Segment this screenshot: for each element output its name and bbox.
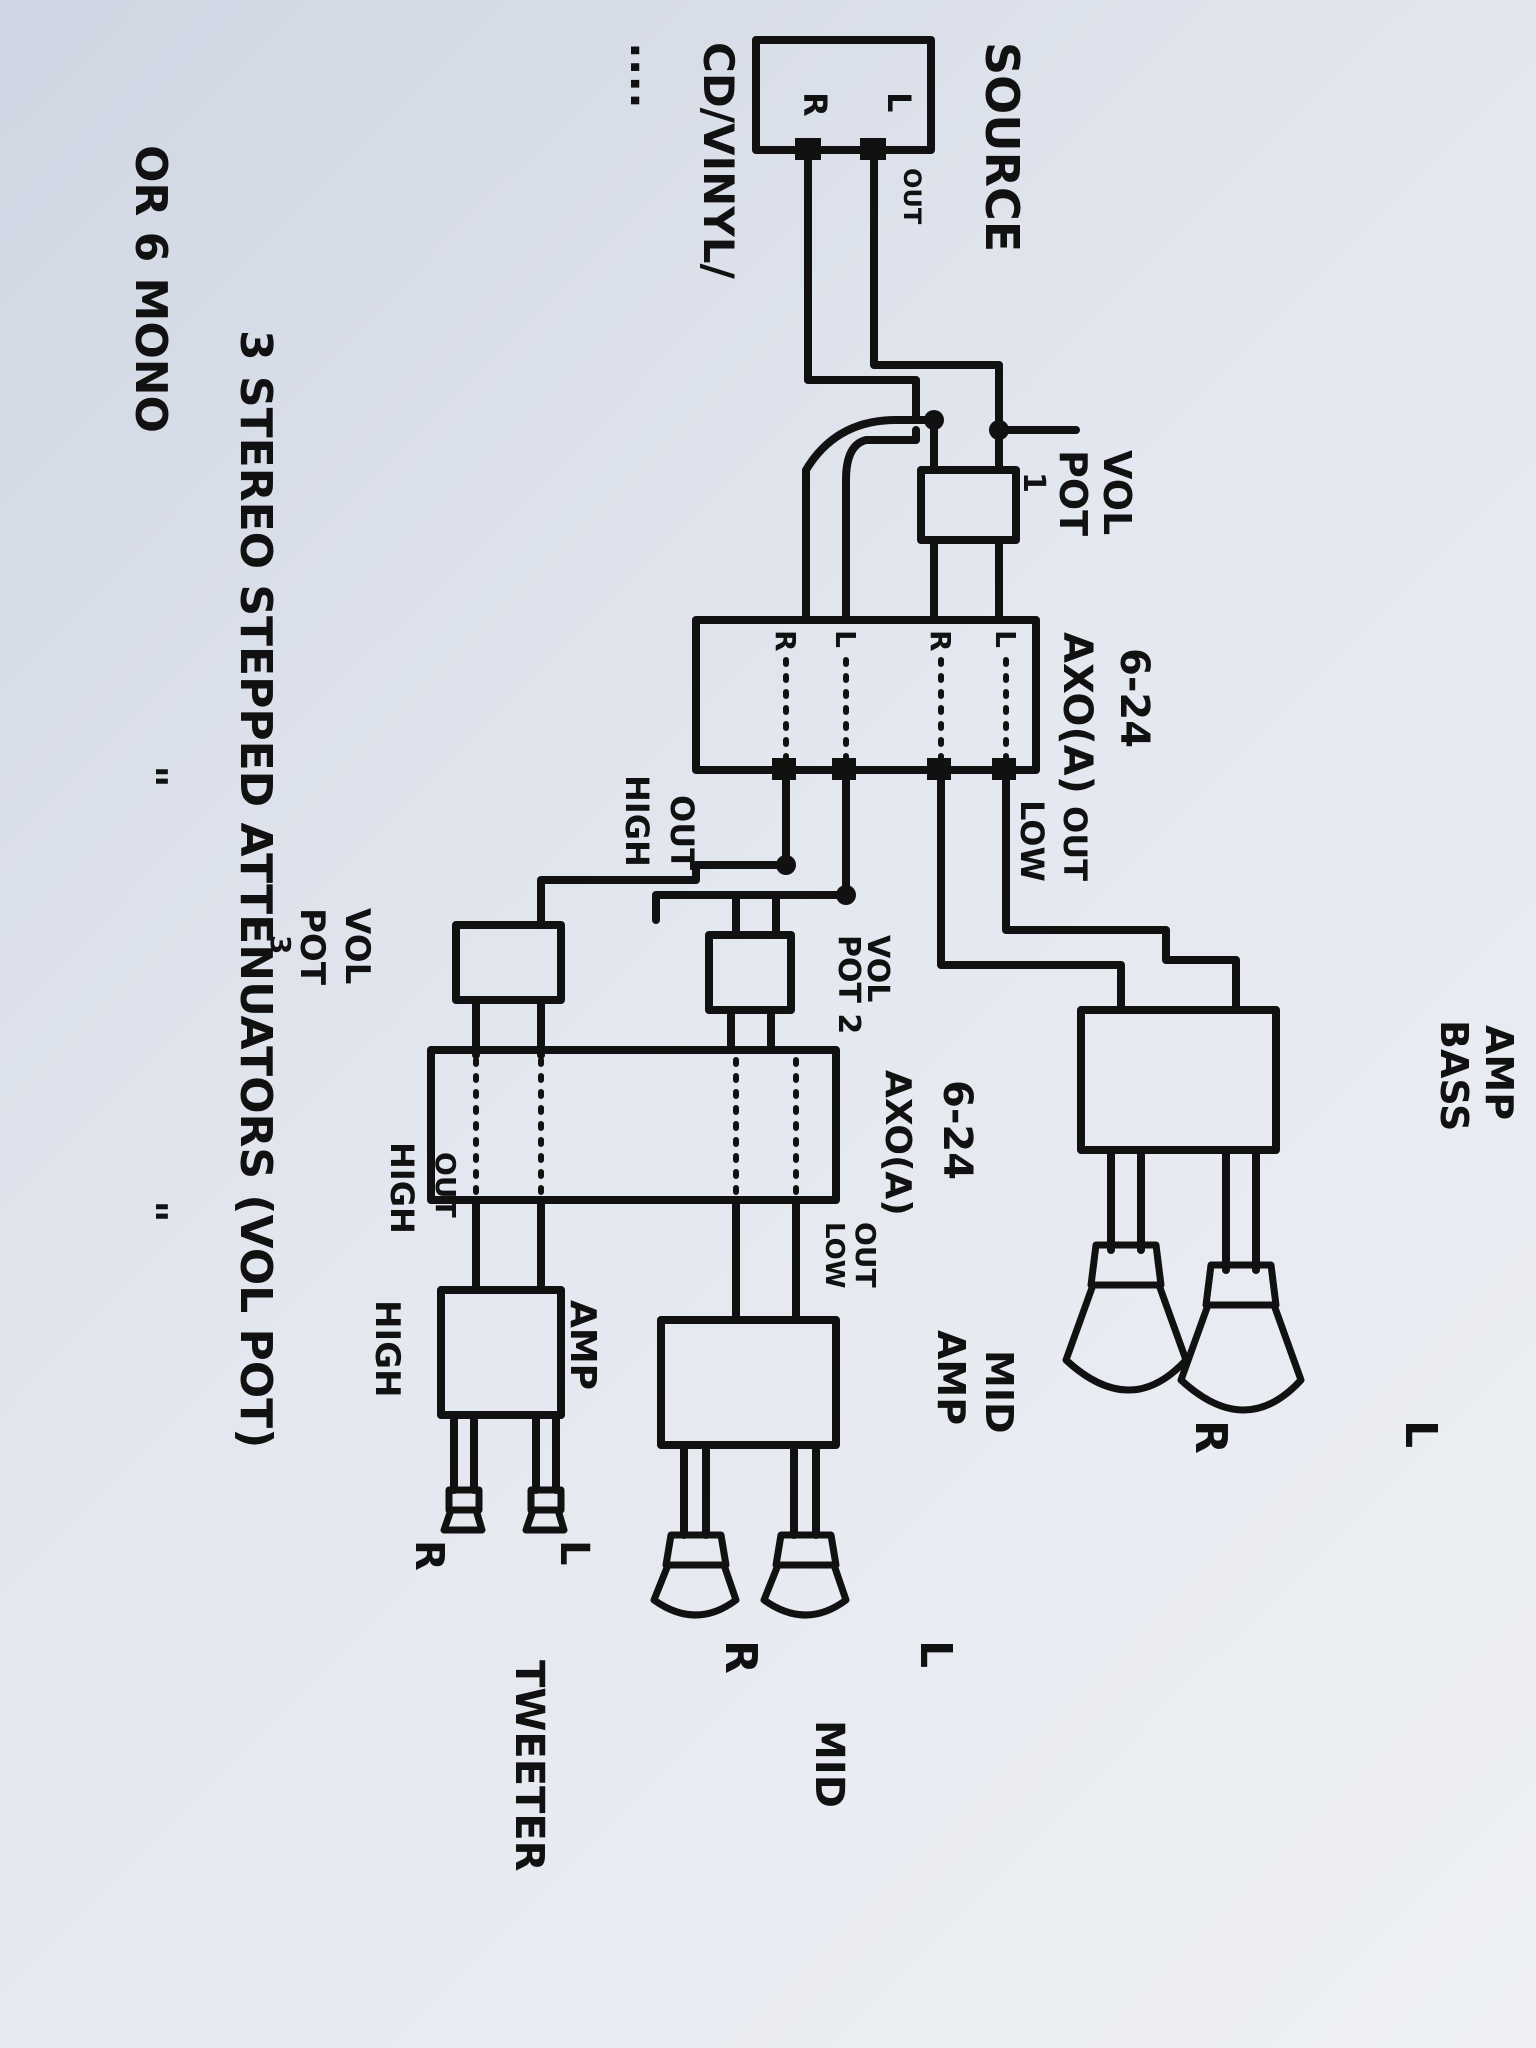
crossover-1-out-label: OUT xyxy=(1056,806,1094,881)
vol-pot-3-box xyxy=(452,921,565,1004)
source-r-jack xyxy=(795,138,821,160)
crossover-1-jack-3 xyxy=(832,758,856,780)
crossover-1-ch-r1: R xyxy=(924,630,957,652)
crossover-1-out-high-label: OUT xyxy=(663,795,701,870)
source-box xyxy=(752,36,935,154)
amp-bass-label-1: AMP xyxy=(1477,1025,1521,1120)
crossover-2-high-label: HIGH xyxy=(383,1142,421,1234)
wire-xo1-high-r xyxy=(782,776,795,869)
source-r-label: R xyxy=(796,92,834,117)
crossover-1-label-2: AXO(A) xyxy=(1054,632,1100,794)
crossover-1-ch-l1: L xyxy=(989,630,1022,648)
vol-pot-1-label-1: VOL xyxy=(1095,450,1139,535)
crossover-2-label-1: 6-24 xyxy=(934,1080,980,1180)
wire-xo1-to-pot3-l xyxy=(652,891,850,924)
tweeter-r-label: R xyxy=(406,1540,452,1571)
amp-high-label-2: HIGH xyxy=(367,1300,407,1397)
wire-pot1-loop-outer xyxy=(802,416,938,624)
tweeter-l-label: L xyxy=(551,1540,597,1566)
bass-speaker-l xyxy=(1177,1261,1305,1414)
wire-pot1-loop-inner xyxy=(842,426,920,624)
mid-speaker-l-label: L xyxy=(910,1640,961,1668)
note-ditto-2: " xyxy=(125,1200,176,1223)
amp-mid-box xyxy=(657,1316,840,1449)
vol-pot-3-label-1: VOL xyxy=(337,908,377,984)
mid-speaker-r-label: R xyxy=(715,1640,766,1674)
crossover-2-low-label: LOW xyxy=(819,1222,849,1288)
tweeter-group-label: TWEETER xyxy=(506,1660,552,1871)
vol-pot-2-label-1: VOL xyxy=(860,935,895,1002)
crossover-2-label-2: AXO(A) xyxy=(877,1070,918,1216)
crossover-1-ch-l2: L xyxy=(829,630,862,648)
note-ditto-1: " xyxy=(125,765,176,788)
crossover-1-low-label: LOW xyxy=(1013,800,1051,882)
amp-mid-label-2: AMP xyxy=(929,1330,973,1425)
vol-pot-3-label-2: POT xyxy=(292,908,332,986)
crossover-1-high-label: HIGH xyxy=(618,775,656,867)
amp-bass-box xyxy=(1077,1006,1280,1154)
source-types-label: CD/VINYL/ xyxy=(694,42,743,279)
wire-xo1-to-pot3-r xyxy=(537,861,790,924)
source-label: SOURCE xyxy=(975,42,1029,252)
note-line-1: 3 STEREO STEPPED ATTENUATORS (VOL POT) xyxy=(230,330,281,1448)
note-line-2: OR 6 MONO xyxy=(125,145,176,433)
amp-high-label-1: AMP xyxy=(562,1300,603,1390)
source-l-jack xyxy=(860,138,886,160)
tweeter-l xyxy=(522,1486,568,1534)
wire-xo1-low-r xyxy=(937,776,1125,1014)
crossover-1-jack-1 xyxy=(992,758,1016,780)
mid-speaker-r xyxy=(650,1531,740,1619)
crossover-1-ch-r2: R xyxy=(769,630,802,652)
crossover-1-jack-2 xyxy=(927,758,951,780)
mid-group-label: MID xyxy=(806,1720,852,1808)
tweeter-r xyxy=(440,1486,486,1534)
crossover-1-label-1: 6-24 xyxy=(1111,648,1157,748)
bass-speaker-l-label: L xyxy=(1395,1420,1446,1448)
vol-pot-1-label-3: 1 xyxy=(1016,472,1051,493)
rotated-drawing: SOURCE CD/VINYL/ .... VOL POT 1 6-24 AXO… xyxy=(125,36,1521,1871)
crossover-2-box xyxy=(427,1046,840,1204)
crossover-1-jack-4 xyxy=(772,758,796,780)
amp-high-box xyxy=(437,1286,565,1419)
source-more-label: .... xyxy=(620,42,671,109)
bass-speaker-r-label: R xyxy=(1185,1420,1236,1454)
wire-source-r xyxy=(804,156,920,424)
vol-pot-3-number: 3 xyxy=(264,935,297,954)
wire-xo1-low-l xyxy=(1002,776,1240,1014)
amp-bass-label-2: BASS xyxy=(1432,1020,1476,1131)
vol-pot-1-box xyxy=(917,466,1020,544)
wire-source-l xyxy=(870,156,1003,434)
source-l-label: L xyxy=(880,92,918,112)
bass-speaker-r xyxy=(1062,1241,1190,1394)
vol-pot-2-box xyxy=(705,931,795,1014)
crossover-1-box xyxy=(692,616,1040,774)
mid-speaker-l xyxy=(760,1531,850,1619)
vol-pot-1-label-2: POT xyxy=(1051,450,1095,536)
vol-pot-2-label-2: POT 2 xyxy=(831,935,866,1034)
crossover-2-out-label: OUT xyxy=(849,1222,882,1288)
source-out-label: OUT xyxy=(898,168,926,225)
amp-mid-label-1: MID xyxy=(977,1350,1021,1434)
